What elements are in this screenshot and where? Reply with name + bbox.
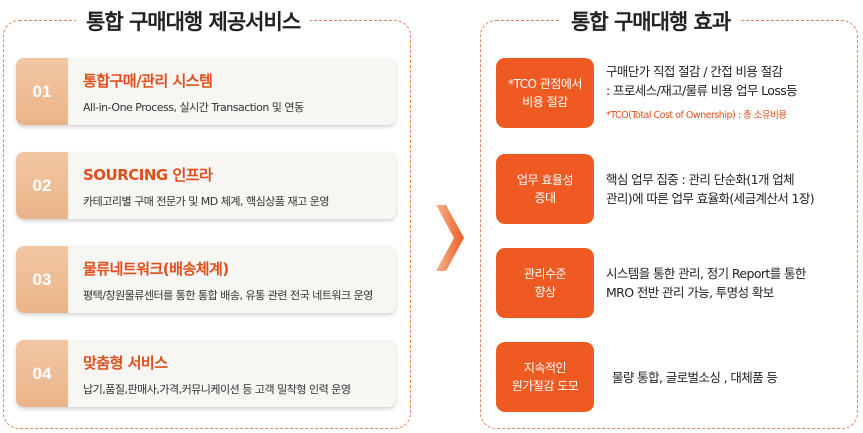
service-title: 통합구매/관리 시스템 bbox=[83, 72, 213, 90]
effect-description: 구매단가 직접 절감 / 간접 비용 절감 : 프로세스/재고/물류 비용 업무… bbox=[606, 62, 798, 125]
service-item-2: 02 SOURCING 인프라 카테고리별 구매 전문가 및 MD 체계, 핵심… bbox=[16, 152, 396, 219]
effect-badge: 업무 효율성 증대 bbox=[496, 154, 594, 224]
effect-description: 시스템을 통한 관리, 정기 Report를 통한 MRO 전반 관리 가능, … bbox=[606, 266, 806, 300]
effect-item-2: 업무 효율성 증대 핵심 업무 집중 : 관리 단순화(1개 업체 관리)에 따… bbox=[496, 154, 856, 224]
chevron-right-icon bbox=[436, 205, 464, 271]
effects-panel-title: 통합 구매대행 효과 bbox=[561, 6, 741, 36]
effect-badge: 관리수준 향상 bbox=[496, 248, 594, 318]
services-panel-title: 통합 구매대행 제공서비스 bbox=[76, 6, 311, 36]
service-title: SOURCING 인프라 bbox=[83, 166, 213, 184]
effect-item-1: *TCO 관점에서 비용 절감 구매단가 직접 절감 / 간접 비용 절감 : … bbox=[496, 58, 856, 128]
effect-badge: 지속적인 원가절감 도모 bbox=[496, 342, 594, 412]
service-description: 평택/창원물류센터를 통한 통합 배송, 유통 관련 전국 네트워크 운영 bbox=[83, 289, 373, 302]
effect-description: 물량 통합, 글로벌소싱 , 대체품 등 bbox=[612, 369, 778, 385]
effect-item-3: 관리수준 향상 시스템을 통한 관리, 정기 Report를 통한 MRO 전반… bbox=[496, 248, 856, 318]
service-description: All-in-One Process, 실시간 Transaction 및 연동 bbox=[83, 101, 304, 114]
effect-description: 핵심 업무 집중 : 관리 단순화(1개 업체 관리)에 따른 업무 효율화(세… bbox=[606, 172, 815, 206]
service-item-4: 04 맞춤형 서비스 납기,품질,판매사,가격,커뮤니케이션 등 고객 밀착형 … bbox=[16, 340, 396, 407]
service-number: 02 bbox=[16, 152, 68, 219]
service-title: 맞춤형 서비스 bbox=[83, 354, 168, 372]
effect-item-4: 지속적인 원가절감 도모 물량 통합, 글로벌소싱 , 대체품 등 bbox=[496, 342, 856, 412]
effect-badge: *TCO 관점에서 비용 절감 bbox=[496, 58, 594, 128]
service-number: 04 bbox=[16, 340, 68, 407]
service-description: 카테고리별 구매 전문가 및 MD 체계, 핵심상품 재고 운영 bbox=[83, 195, 329, 208]
service-title: 물류네트워크(배송체계) bbox=[83, 260, 229, 278]
tco-footnote: *TCO(Total Cost of Ownership) : 총 소유비용 bbox=[606, 109, 787, 121]
service-item-1: 01 통합구매/관리 시스템 All-in-One Process, 실시간 T… bbox=[16, 58, 396, 125]
service-number: 03 bbox=[16, 246, 68, 313]
service-number: 01 bbox=[16, 58, 68, 125]
service-item-3: 03 물류네트워크(배송체계) 평택/창원물류센터를 통한 통합 배송, 유통 … bbox=[16, 246, 396, 313]
service-description: 납기,품질,판매사,가격,커뮤니케이션 등 고객 밀착형 인력 운영 bbox=[83, 383, 351, 396]
